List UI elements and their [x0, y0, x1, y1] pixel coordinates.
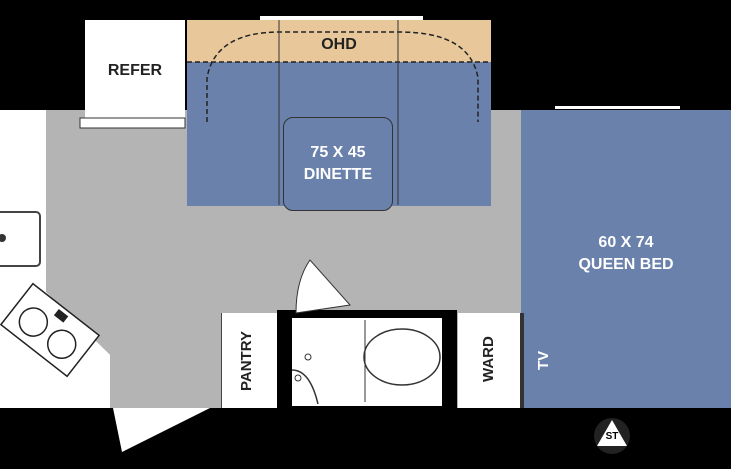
pantry: PANTRY: [221, 313, 277, 408]
bathroom: [292, 318, 442, 406]
sink-drain-icon: [0, 234, 6, 242]
refrigerator: REFER: [85, 20, 185, 118]
dinette-table: 75 X 45 DINETTE: [283, 117, 393, 211]
dinette-size-label: 75 X 45: [310, 144, 366, 161]
stove-icon: [0, 282, 101, 378]
bed-label: QUEEN BED: [578, 256, 674, 273]
bed-size-label: 60 X 74: [598, 234, 654, 251]
dinette-label: DINETTE: [303, 166, 373, 183]
tv-bar: [520, 313, 524, 408]
window-top: [260, 16, 423, 20]
window-bed-top: [555, 106, 680, 109]
st-badge: ST: [605, 431, 619, 442]
refer-label: REFER: [107, 62, 163, 79]
overhead-cabinet: OHD: [187, 20, 491, 62]
ohd-label: OHD: [321, 36, 357, 53]
wardrobe: WARD: [458, 313, 520, 408]
queen-bed: 60 X 74 QUEEN BED: [521, 110, 731, 408]
